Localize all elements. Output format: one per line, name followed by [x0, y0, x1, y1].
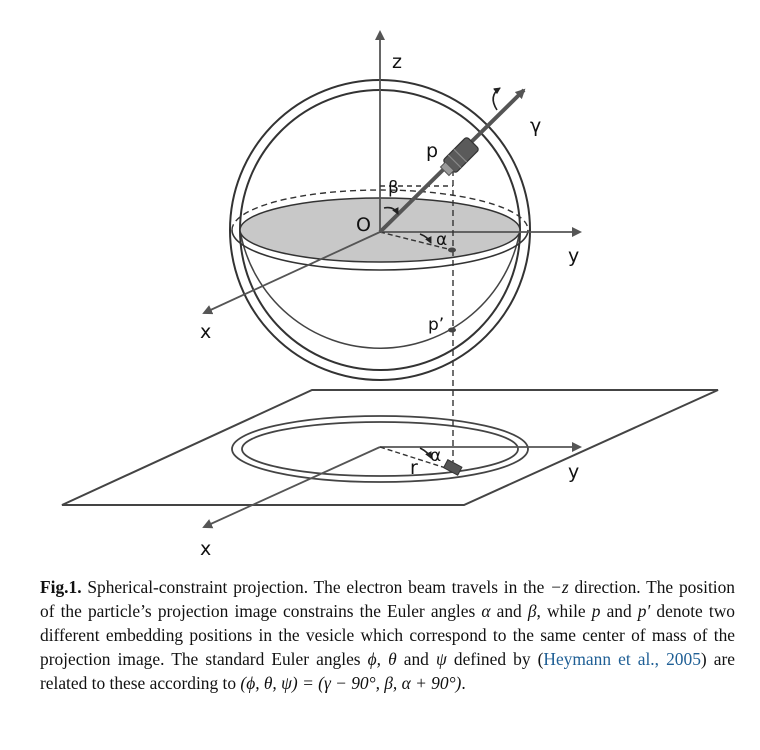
upper-alpha-label: α [436, 230, 447, 250]
caption-text: Spherical-constraint projection. The ele… [81, 577, 551, 597]
upper-x-axis-label: x [200, 321, 211, 343]
citation-link[interactable]: Heymann et al., 2005 [543, 649, 701, 669]
caption-math: β [527, 601, 537, 621]
projected-particle-icon [442, 459, 463, 476]
projection-ring-outer [231, 415, 529, 483]
equator-front [231, 229, 529, 271]
point-p-projection-marker [448, 247, 456, 253]
caption-math: α [481, 601, 491, 621]
caption-text: ) are related to these according to [40, 649, 736, 693]
caption-equation: (ϕ, θ, ψ) = (γ − 90°, β, α + 90°) [240, 673, 462, 693]
sphere-lower-belt [239, 229, 521, 349]
caption-math: p′ [637, 601, 651, 621]
upper-x-axis [202, 231, 381, 315]
upper-alpha-line [379, 231, 453, 251]
caption-text: and [396, 649, 436, 669]
caption-text: . [461, 673, 466, 693]
caption-text: , while [536, 601, 592, 621]
figure-number: Fig.1. [40, 577, 82, 597]
caption-math: ψ [435, 649, 447, 669]
caption-math: p [591, 601, 601, 621]
r-label: r [410, 457, 418, 479]
gamma-rotation-arrow [492, 87, 501, 111]
caption-text: defined by ( [446, 649, 544, 669]
caption-math: −z [550, 577, 569, 597]
point-p-label: p [426, 140, 438, 162]
caption-text: denote two different embedding positions… [40, 601, 735, 669]
lower-x-axis [202, 446, 381, 529]
caption-text: direction. The position of the particle’… [40, 577, 735, 621]
caption-text: and [600, 601, 638, 621]
figure-caption: Fig.1. Spherical-constraint projection. … [40, 575, 735, 695]
point-p-prime-marker [448, 327, 456, 333]
upper-alpha-arc [419, 233, 432, 244]
projection-ring-inner [241, 421, 519, 477]
lower-alpha-arc [419, 447, 432, 459]
gamma-label: γ [530, 115, 541, 137]
lower-alpha-label: α [430, 446, 441, 466]
origin-label: O [356, 214, 371, 236]
particle-icon [439, 137, 479, 177]
lower-x-axis-label: x [200, 538, 211, 560]
point-p-prime-label: p’ [428, 315, 444, 335]
z-axis-label: z [392, 51, 402, 73]
upper-y-axis-label: y [568, 245, 579, 267]
beta-arc [383, 206, 399, 215]
beta-label: β [388, 178, 399, 198]
caption-math: ϕ, θ [367, 649, 397, 669]
lower-y-axis-label: y [568, 461, 579, 483]
lower-r-line [379, 446, 453, 471]
figure-diagram: z y x y x O p p’ r α α β γ [61, 30, 719, 560]
caption-text: and [490, 601, 528, 621]
